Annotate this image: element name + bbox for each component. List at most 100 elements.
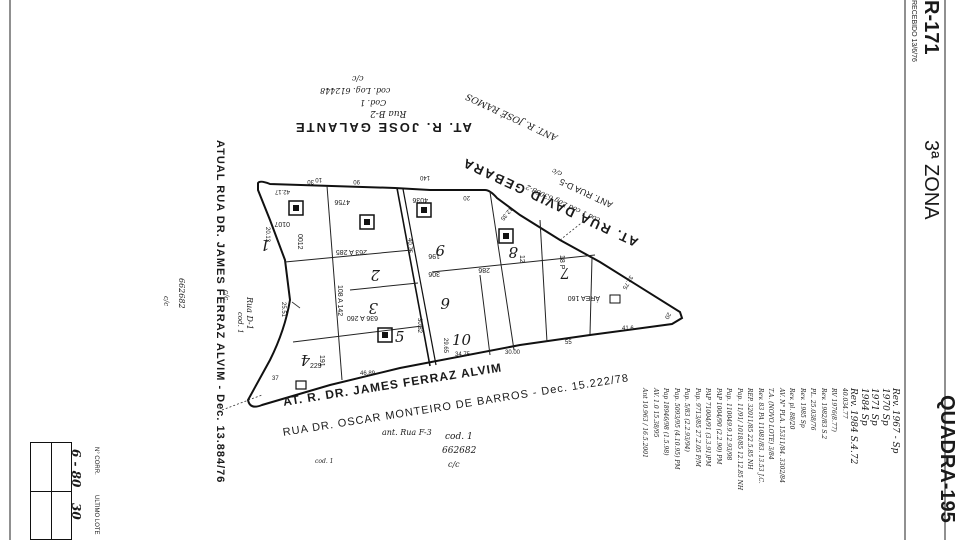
lot-number: 4 <box>300 351 311 369</box>
revision-note: Ant 10.963 / 16.5.2001 <box>641 388 648 458</box>
building-symbol <box>288 200 304 216</box>
lot-area: 12 <box>518 255 525 263</box>
street-top-code: cod. Log. 612448 <box>320 86 391 95</box>
street-left-cc: c/c <box>222 290 230 301</box>
measure: 46.89 <box>360 371 376 377</box>
revision-note: Rev. 1967 - Sp <box>890 388 900 454</box>
measure: 42.17 <box>274 188 290 194</box>
block-outline <box>246 180 684 408</box>
revision-note: 1971 Sp <box>869 388 879 426</box>
last-lot-box: ULTIMO LOTE 30 N° CORR. 6 - 80 <box>30 442 99 540</box>
revision-note: PL. 25.038/76 <box>809 388 816 431</box>
measure: 30.82 <box>416 318 422 334</box>
street-top-cc: c/c <box>352 74 364 83</box>
street-bottom-small: cod. 1 <box>315 458 334 465</box>
measure: 30 <box>307 178 314 184</box>
building-symbol <box>609 294 621 304</box>
last-lot-value: 30 <box>69 503 83 520</box>
building-symbol <box>359 214 375 230</box>
measure: 90 <box>353 178 360 184</box>
street-left-handwritten: Rua D-1 <box>245 297 254 330</box>
lot-number: 10 <box>452 331 472 349</box>
lot-number-code: 4036 <box>412 196 428 203</box>
measure: 37 <box>272 376 279 382</box>
building-symbol <box>498 228 514 244</box>
zone-label: 3ª ZONA <box>920 140 942 220</box>
lot-area: 306 <box>428 270 440 277</box>
sheet-code: R-171 <box>920 0 942 55</box>
lot-number: 5 <box>395 328 405 346</box>
revision-note: Rev. 1982/83 S.2 <box>819 388 827 440</box>
revision-note: REP. 32011/85 22.5.85 NH <box>746 388 753 470</box>
street-bottom-cod: cod. 1 <box>445 432 473 442</box>
revision-note: Pap. 110049.9.12.93/98 <box>725 388 732 461</box>
lot-area: 0012 <box>296 234 303 250</box>
lot-area: 191 <box>318 355 325 367</box>
revision-note: 1970 Sp <box>879 388 890 426</box>
street-top-note: Cod. 1 <box>360 98 387 107</box>
measure: 30.00 <box>505 350 521 356</box>
lot-area: 229 <box>310 363 322 370</box>
street-left-cc2: c/c <box>162 296 170 307</box>
lot-area: 196 <box>428 252 440 259</box>
revision-note: PAP 1004/90 (2.2.90) PM <box>714 388 722 465</box>
measure: 140 <box>419 174 430 180</box>
street-top: AT. R. JOSE GALANTE <box>294 120 472 135</box>
measure: 41.6 <box>622 326 634 332</box>
revision-note: RV 1976(8.77) <box>830 388 837 432</box>
top-note: RECEBIDO 13/6/76 <box>910 0 917 62</box>
lot-number-code: 4756 <box>334 198 350 205</box>
measure: 25.51 <box>280 302 286 318</box>
revision-note: T.A. (NOVO LOTE) 3/84 <box>767 388 774 460</box>
measure: 29.65 <box>442 338 448 354</box>
lot-area: 286 <box>478 266 490 273</box>
lot-number: 1 <box>260 236 270 254</box>
lot-number: 6 <box>440 294 450 312</box>
lot-number: 3 <box>368 299 378 317</box>
revision-note: AV. N° PLA. 15311/84. 3302/84 <box>777 388 785 483</box>
building-symbol <box>377 327 393 343</box>
measure: 20 <box>663 311 672 320</box>
revision-note: Rev. 1984 S.4.72 <box>848 388 858 465</box>
lot-number: 2 <box>370 266 381 284</box>
street-bottom-ant: ant. Rua F-3 <box>382 428 432 437</box>
street-bottom-cc: c/c <box>448 460 460 469</box>
revision-note: Pap. 5/83 (2.2.93/94) <box>683 388 690 452</box>
lot-number-code: 0107 <box>274 220 290 227</box>
lot-area: 263 A 285 <box>336 248 367 255</box>
corr-value: 6 - 80 <box>69 449 83 488</box>
revision-note: Pap. 11/91/ 1018/85 12.12.85 NH <box>735 388 743 491</box>
measure: 10 <box>315 176 322 182</box>
lot-number-code: 108 A 142 <box>336 285 343 316</box>
street-top-handwritten: Rua B-2 <box>370 108 407 118</box>
revision-note: Pap. 5093/95 (4.10.95) PM <box>672 388 680 470</box>
measure: 40.75 <box>406 238 412 254</box>
measure: 34.75 <box>455 352 471 358</box>
revision-note: Rev. pl. 88/20 <box>788 388 795 430</box>
measure: 55 <box>565 340 572 346</box>
street-left: ATUAL RUA DR. JAMES FERRAZ ALVIM - Dec. … <box>214 140 226 484</box>
building-symbol <box>416 202 432 218</box>
revision-note: Pap 18946/98 (1.5.98) <box>662 388 669 456</box>
street-left-code: 662682 <box>177 278 186 309</box>
measure: 12.35 <box>498 206 513 222</box>
revision-note: 1984 Sp <box>858 388 869 426</box>
lot-number: 9 <box>435 241 445 259</box>
building-symbol <box>295 380 307 390</box>
quadra-label: QUADRA-195 <box>936 395 958 523</box>
lot-area: ÁREA 160 <box>568 294 600 303</box>
revision-note: Pap. 9713/85 27.2.05 P/M <box>693 388 701 467</box>
revision-note: Rev. 83 PA 11081/83. 13.53 J.C. <box>756 388 764 484</box>
revision-note: 40.034.77 <box>840 388 848 419</box>
lot-area: 636 A 260 <box>347 314 378 321</box>
last-lot-label: ULTIMO LOTE <box>93 495 99 535</box>
corr-label: N° CORR. <box>93 447 99 475</box>
measure: 20.13 <box>264 227 270 243</box>
revision-note: AV. 1.0 15.38/95 <box>651 388 659 438</box>
revision-note: Rev. 1985 Sp <box>798 388 806 428</box>
street-left-cod: cod. 1 <box>236 312 244 334</box>
lot-number: 7 <box>560 264 570 282</box>
